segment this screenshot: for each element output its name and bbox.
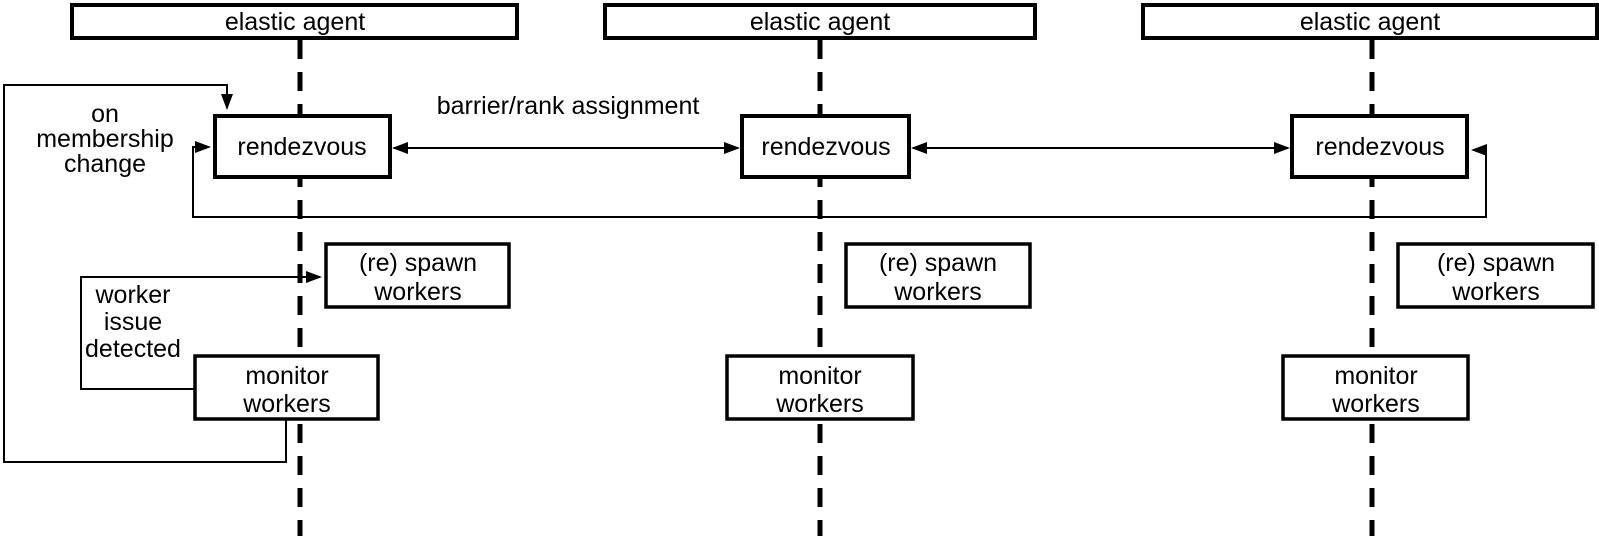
rendezvous-label-1: rendezvous: [237, 133, 366, 161]
spawn-workers-label-2-line1: (re) spawn: [879, 249, 997, 277]
spawn-workers-label-2-line2: workers: [893, 278, 982, 306]
rendezvous-return-line-left: [192, 141, 840, 218]
worker-issue-label-line2: issue: [104, 308, 162, 336]
monitor-workers-label-1-line1: monitor: [245, 362, 328, 390]
elastic-agent-label-2: elastic agent: [750, 8, 890, 36]
spawn-workers-box-1: [324, 242, 511, 309]
membership-change-label-line2: membership: [36, 125, 174, 153]
spawn-workers-label-1-line1: (re) spawn: [359, 249, 477, 277]
rendezvous-return-line-right: [840, 144, 1487, 218]
spawn-workers-label-3-line2: workers: [1451, 278, 1540, 306]
worker-issue-label-line1: worker: [94, 281, 170, 309]
barrier-rank-assignment-label: barrier/rank assignment: [437, 92, 700, 120]
elastic-agent-box-1: [70, 3, 519, 40]
rendezvous-box-2: [740, 114, 911, 179]
agent-column-3: elastic agent rendezvous (re) spawn work…: [1141, 3, 1599, 421]
monitor-workers-label-3-line1: monitor: [1334, 362, 1417, 390]
rendezvous-label-3: rendezvous: [1315, 133, 1444, 161]
worker-issue-loop-arrow: [80, 271, 322, 390]
monitor-workers-label-1-line2: workers: [242, 390, 331, 418]
rendezvous-box-1: [213, 114, 392, 179]
rendezvous-label-2: rendezvous: [761, 133, 890, 161]
agent-column-2: elastic agent rendezvous (re) spawn work…: [603, 3, 1037, 421]
membership-change-loop-arrow: [3, 84, 287, 463]
spawn-workers-label-3-line1: (re) spawn: [1437, 249, 1555, 277]
elastic-agent-box-3: [1141, 3, 1599, 40]
elastic-agent-label-3: elastic agent: [1300, 8, 1440, 36]
elastic-agent-label-1: elastic agent: [225, 8, 365, 36]
spawn-workers-label-1-line2: workers: [373, 278, 462, 306]
agent-column-1: elastic agent rendezvous (re) spawn work…: [70, 3, 519, 421]
monitor-workers-box-3: [1281, 354, 1470, 421]
spawn-workers-box-2: [844, 242, 1032, 309]
monitor-workers-box-1: [193, 354, 380, 421]
membership-change-label-line1: on: [91, 100, 119, 128]
membership-change-annotation: on membership change: [36, 100, 174, 178]
elastic-agent-box-2: [603, 3, 1037, 40]
worker-issue-label-line3: detected: [85, 335, 181, 363]
spawn-workers-box-3: [1396, 242, 1595, 309]
membership-change-label-line3: change: [64, 150, 146, 178]
monitor-workers-label-2-line1: monitor: [778, 362, 861, 390]
worker-issue-annotation: worker issue detected: [85, 281, 181, 363]
monitor-workers-label-3-line2: workers: [1331, 390, 1420, 418]
monitor-workers-label-2-line2: workers: [775, 390, 864, 418]
monitor-workers-box-2: [725, 354, 915, 421]
rendezvous-box-3: [1290, 114, 1469, 179]
